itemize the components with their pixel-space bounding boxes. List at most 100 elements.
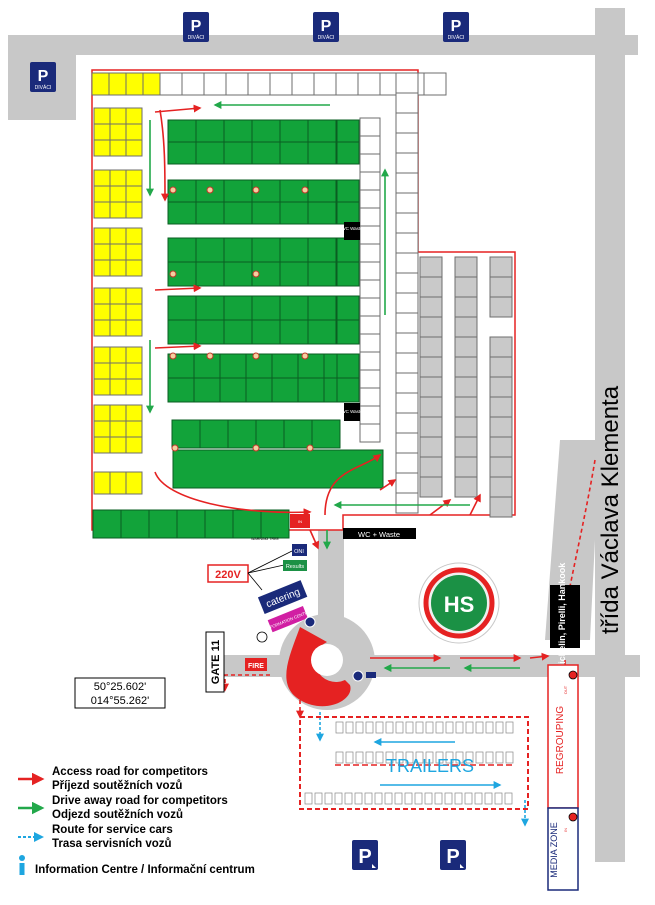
parking-slot-yellow [109,259,127,277]
parking-slot-green [219,353,247,379]
parking-slot-green [251,201,281,225]
parking-slot-green [336,295,360,321]
access-route-arrow [469,493,481,516]
parking-slot-green [167,319,197,345]
parking-slot-green [307,119,337,143]
parking-slot-green [176,509,206,539]
parking-slot-yellow [125,420,143,438]
parking-slot-green [336,353,360,379]
parking-slot-gray [454,356,478,378]
parking-slot-white [359,351,381,371]
parking-slot-white [313,72,337,96]
red-zone [286,627,351,707]
parking-slot-green [311,419,341,449]
parking-slot-white [359,387,381,407]
camera-icon [352,670,364,682]
svg-text:Michelin, Pirelli, Hankook: Michelin, Pirelli, Hankook [557,562,567,672]
parking-slot-white [395,392,419,414]
parking-slot-white [247,72,271,96]
parking-slot-green [251,141,281,165]
parking-slot-green [219,377,247,403]
trailer-slot [465,721,474,734]
parking-slot-white [395,332,419,354]
trailers-area: TRAILERS [299,716,529,810]
parking-slot-green [279,295,309,321]
svg-text:TRAILERS: TRAILERS [386,756,474,776]
parking-slot-yellow [93,303,111,321]
parking-slot-gray [489,496,513,518]
parking-slot-yellow [125,139,143,157]
parking-slot-green [195,261,225,287]
parking-letter: P [191,18,202,35]
parking-slot-white [359,333,381,353]
parking-slot-white [395,132,419,154]
parking-slot-yellow [93,259,111,277]
wc-waste-bar: WC + Waste [343,528,416,539]
parking-slot-white [395,232,419,254]
service-point-dot [169,352,177,360]
access-route-arrow [154,342,202,351]
parking-sign: P [440,840,466,870]
gate-11-label: GATE 11 [205,631,225,693]
parking-slot-yellow [125,185,143,203]
parking-slot-white [159,72,183,96]
parking-slot-green [195,319,225,345]
parking-slot-white [395,92,419,114]
parking-slot-white [395,292,419,314]
parking-slot-green [193,377,221,403]
trailer-slot [405,721,414,734]
parking-slot-white [359,117,381,137]
parking-slot-white [359,243,381,263]
parking-slot-yellow [93,201,111,219]
parking-slot-green [271,353,299,379]
parking-slot-green [195,201,225,225]
parking-slot-yellow [93,362,111,380]
parking-slot-green [307,179,337,203]
parking-slot-yellow [93,319,111,337]
trailer-slot [455,721,464,734]
parking-slot-white [395,312,419,334]
parking-slot-green [336,319,360,345]
parking-slot-yellow [109,420,127,438]
parking-slot-yellow [125,319,143,337]
parking-slot-gray [419,336,443,358]
svg-text:220V: 220V [215,569,241,581]
parking-slot-yellow [109,169,127,187]
svg-text:MEDIA ZONE: MEDIA ZONE [549,822,559,878]
parking-slot-gray [454,456,478,478]
parking-slot-white [335,72,359,96]
parking-slot-yellow [109,287,127,305]
parking-slot-green [255,419,285,449]
camera-label [366,672,376,678]
parking-letter: P [358,846,371,868]
trailer-slot [425,721,434,734]
parking-slot-white [359,297,381,317]
parking-slot-green [167,141,197,165]
parking-slot-white [395,432,419,454]
parking-slot-white [395,172,419,194]
legend: Access road for competitors Příjezd sout… [18,766,255,876]
service-point-dot [206,352,214,360]
parking-slot-green [148,509,178,539]
parking-slot-gray [419,276,443,298]
service-point-dot [252,444,260,452]
trailer-slot [415,721,424,734]
parking-letter: P [446,846,459,868]
parking-slot-yellow [142,72,161,96]
svg-text:HS: HS [444,592,475,617]
parking-slot-yellow [93,346,111,364]
trailer-slot [504,792,513,805]
parking-slot-green [167,119,197,143]
trailer-slot [475,721,484,734]
parking-slot-yellow [125,471,143,495]
parking-slot-yellow [93,107,111,125]
trailer-slot [375,751,384,764]
parking-slot-yellow [125,227,143,245]
trailer-slot [484,792,493,805]
parking-slot-white [395,372,419,394]
trailer-slot [324,792,333,805]
power-sign: 220V [207,550,293,591]
parking-slot-green [223,295,253,321]
street-name: třída Václava Klementa [597,385,624,634]
